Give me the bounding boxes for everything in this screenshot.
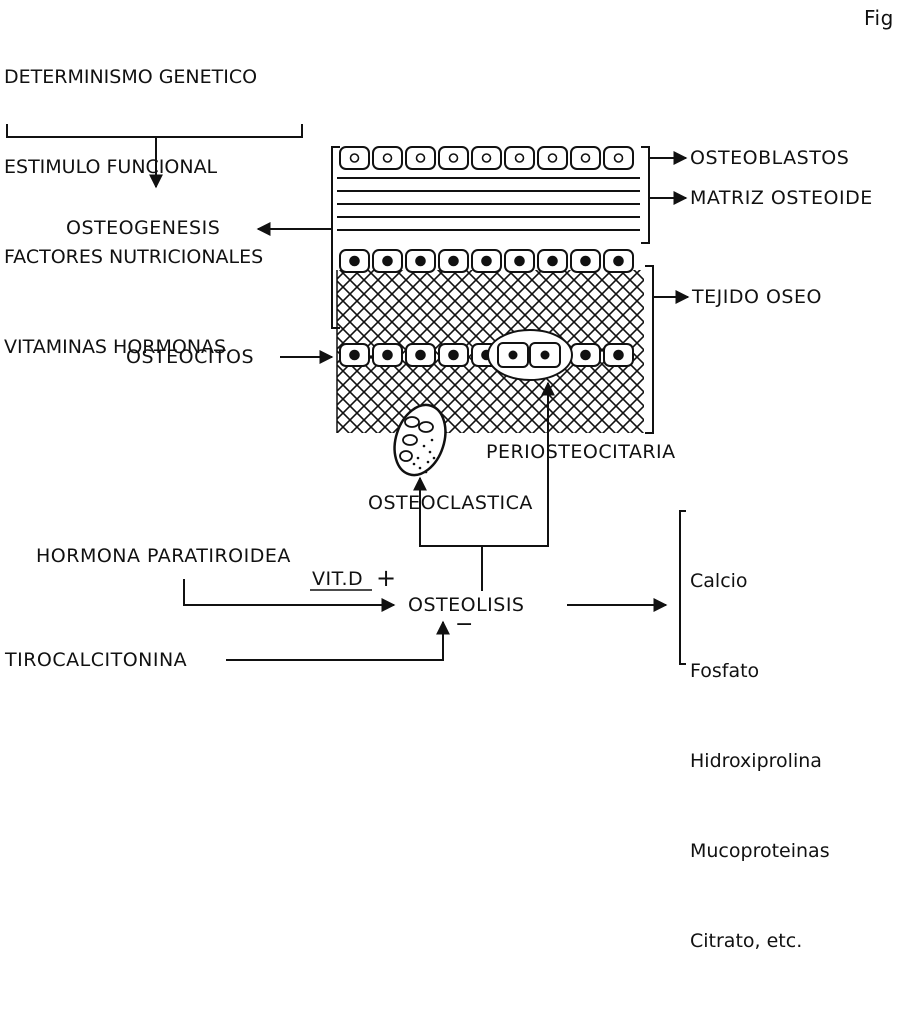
lining-cell-nucleus [614,257,623,266]
osteocitos-label: OSTEOCITOS [126,348,254,367]
lining-cell-nucleus [383,257,392,266]
bone-tissue-bracket [645,266,653,433]
osteocyte-cell-nucleus [581,351,590,360]
periosteocitaria-label: PERIOSTEOCITARIA [486,443,676,462]
product-item: Fosfato [690,656,830,686]
osteocyte-cell-nucleus [416,351,425,360]
lining-cell-nucleus [416,257,425,266]
osteoblast-cell-nucleus [384,154,392,162]
osteoblast-cell-nucleus [483,154,491,162]
osteoblast-row [340,147,633,169]
product-item: Calcio [690,566,830,596]
osteoid-matrix [337,178,640,230]
tirocalcitonina-arrow [226,622,443,660]
lining-cells-row [340,250,633,272]
osteoblast-cell-nucleus [516,154,524,162]
tejido-oseo-label: TEJIDO OSEO [692,288,822,307]
product-item: Mucoproteinas [690,836,830,866]
bone-remodeling-diagram: Fig DETERMINISMO GENETICO ESTIMULO FUNCI… [0,0,899,672]
lining-cell-nucleus [482,257,491,266]
osteocyte-cell-nucleus [383,351,392,360]
lining-cell-nucleus [449,257,458,266]
product-item: Hidroxiprolina [690,746,830,776]
osteoblast-cell-nucleus [615,154,623,162]
lining-cell-nucleus [515,257,524,266]
lining-cell-nucleus [581,257,590,266]
minus-sign: − [455,614,474,636]
osteoblast-cell-nucleus [351,154,359,162]
osteogenesis-label: OSTEOGENESIS [66,219,220,238]
product-item: Citrato, etc. [690,926,830,956]
osteocyte-cell-nucleus [614,351,623,360]
osteoblast-cell-nucleus [582,154,590,162]
osteoclastica-label: OSTEOCLASTICA [368,494,533,513]
tirocalcitonina-label: TIROCALCITONINA [5,651,187,670]
osteocyte-cell-nucleus [350,351,359,360]
matriz-osteoide-label: MATRIZ OSTEOIDE [690,189,873,208]
products-list: Calcio Fosfato Hidroxiprolina Mucoprotei… [690,506,830,1016]
influence-item: FACTORES NUTRICIONALES [4,242,263,272]
influence-item: DETERMINISMO GENETICO [4,62,263,92]
osteocyte-cell-nucleus [449,351,458,360]
products-bracket [680,511,686,664]
matrix-bracket [641,147,649,243]
paratiroidea-label: HORMONA PARATIROIDEA [36,547,291,566]
influence-item: ESTIMULO FUNCIONAL [4,152,263,182]
figure-label: Fig [864,8,894,28]
lining-cell-nucleus [350,257,359,266]
lining-cell-nucleus [548,257,557,266]
osteoblast-cell-nucleus [549,154,557,162]
plus-sign: + [376,566,397,590]
osteoblastos-label: OSTEOBLASTOS [690,149,849,168]
osteoblast-cell-nucleus [417,154,425,162]
vitd-label: VIT.D [312,570,363,589]
osteocyte-row [340,344,633,366]
osteoblast-cell-nucleus [450,154,458,162]
